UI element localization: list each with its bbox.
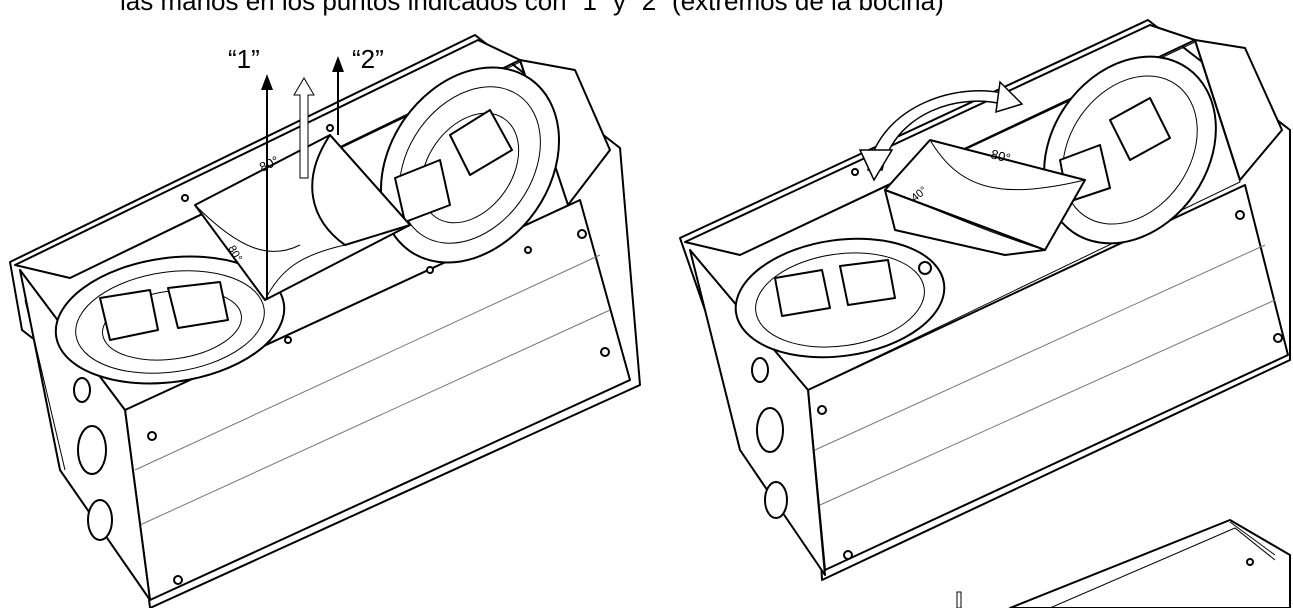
point-label-2: “2” <box>352 44 384 74</box>
speaker-illustration-bottom-partial <box>956 519 1291 608</box>
horn-base <box>884 189 1046 256</box>
speaker-illustration-left: 80° 80° <box>9 34 641 608</box>
instruction-caption: las manos en los puntos indicados con “1… <box>120 0 944 16</box>
woofer-right <box>379 66 561 264</box>
horn-marking-top: 80° <box>989 146 1012 166</box>
lift-arrow-2 <box>332 56 344 135</box>
woofer-right <box>1043 55 1217 245</box>
lift-arrow-1 <box>261 74 273 300</box>
lift-direction-arrow <box>293 77 315 179</box>
point-label-1: “1” <box>228 44 260 74</box>
horn-right: 80° 40° <box>884 139 1086 256</box>
cabinet-right-rim <box>1194 39 1283 181</box>
cabinet-outline <box>1009 519 1291 608</box>
horn-left: 80° 80° <box>194 134 411 301</box>
woofer-left <box>54 255 286 385</box>
woofer-left <box>734 237 946 359</box>
down-arrow-stub <box>956 591 962 608</box>
rotate-arrow <box>858 80 1024 182</box>
speaker-illustration-right: 80° 40° <box>679 19 1291 581</box>
